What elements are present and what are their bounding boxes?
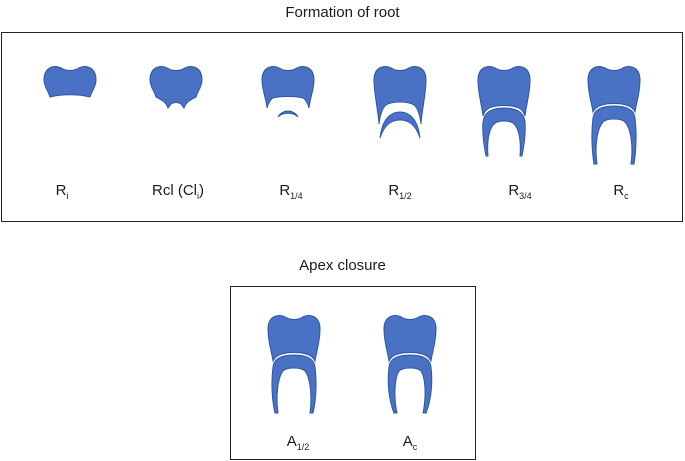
apex-panel (230, 286, 476, 460)
tooth-icon-ac (380, 313, 440, 423)
tooth-icon-r3-4 (474, 64, 534, 174)
tooth-icon-r1-2 (370, 64, 430, 174)
stage-label: R1/2 (388, 182, 412, 201)
stage-label: Ri (55, 182, 69, 201)
tooth-icon-a1-2 (264, 313, 324, 423)
tooth-icon-r1-4 (258, 64, 318, 174)
stage-label: A1/2 (286, 433, 310, 452)
stage-label: R3/4 (508, 182, 532, 201)
stage-label: Ac (402, 433, 418, 452)
stage-label: Rcl (Cli) (152, 182, 204, 201)
tooth-icon-rcl (146, 64, 206, 174)
tooth-icon-ri (40, 64, 100, 174)
tooth-icon-rc (584, 64, 644, 174)
stage-label: R1/4 (279, 182, 303, 201)
formation-panel (1, 32, 683, 222)
stage-label: Rc (613, 182, 629, 201)
formation-title: Formation of root (285, 4, 400, 21)
apex-title: Apex closure (299, 257, 386, 274)
